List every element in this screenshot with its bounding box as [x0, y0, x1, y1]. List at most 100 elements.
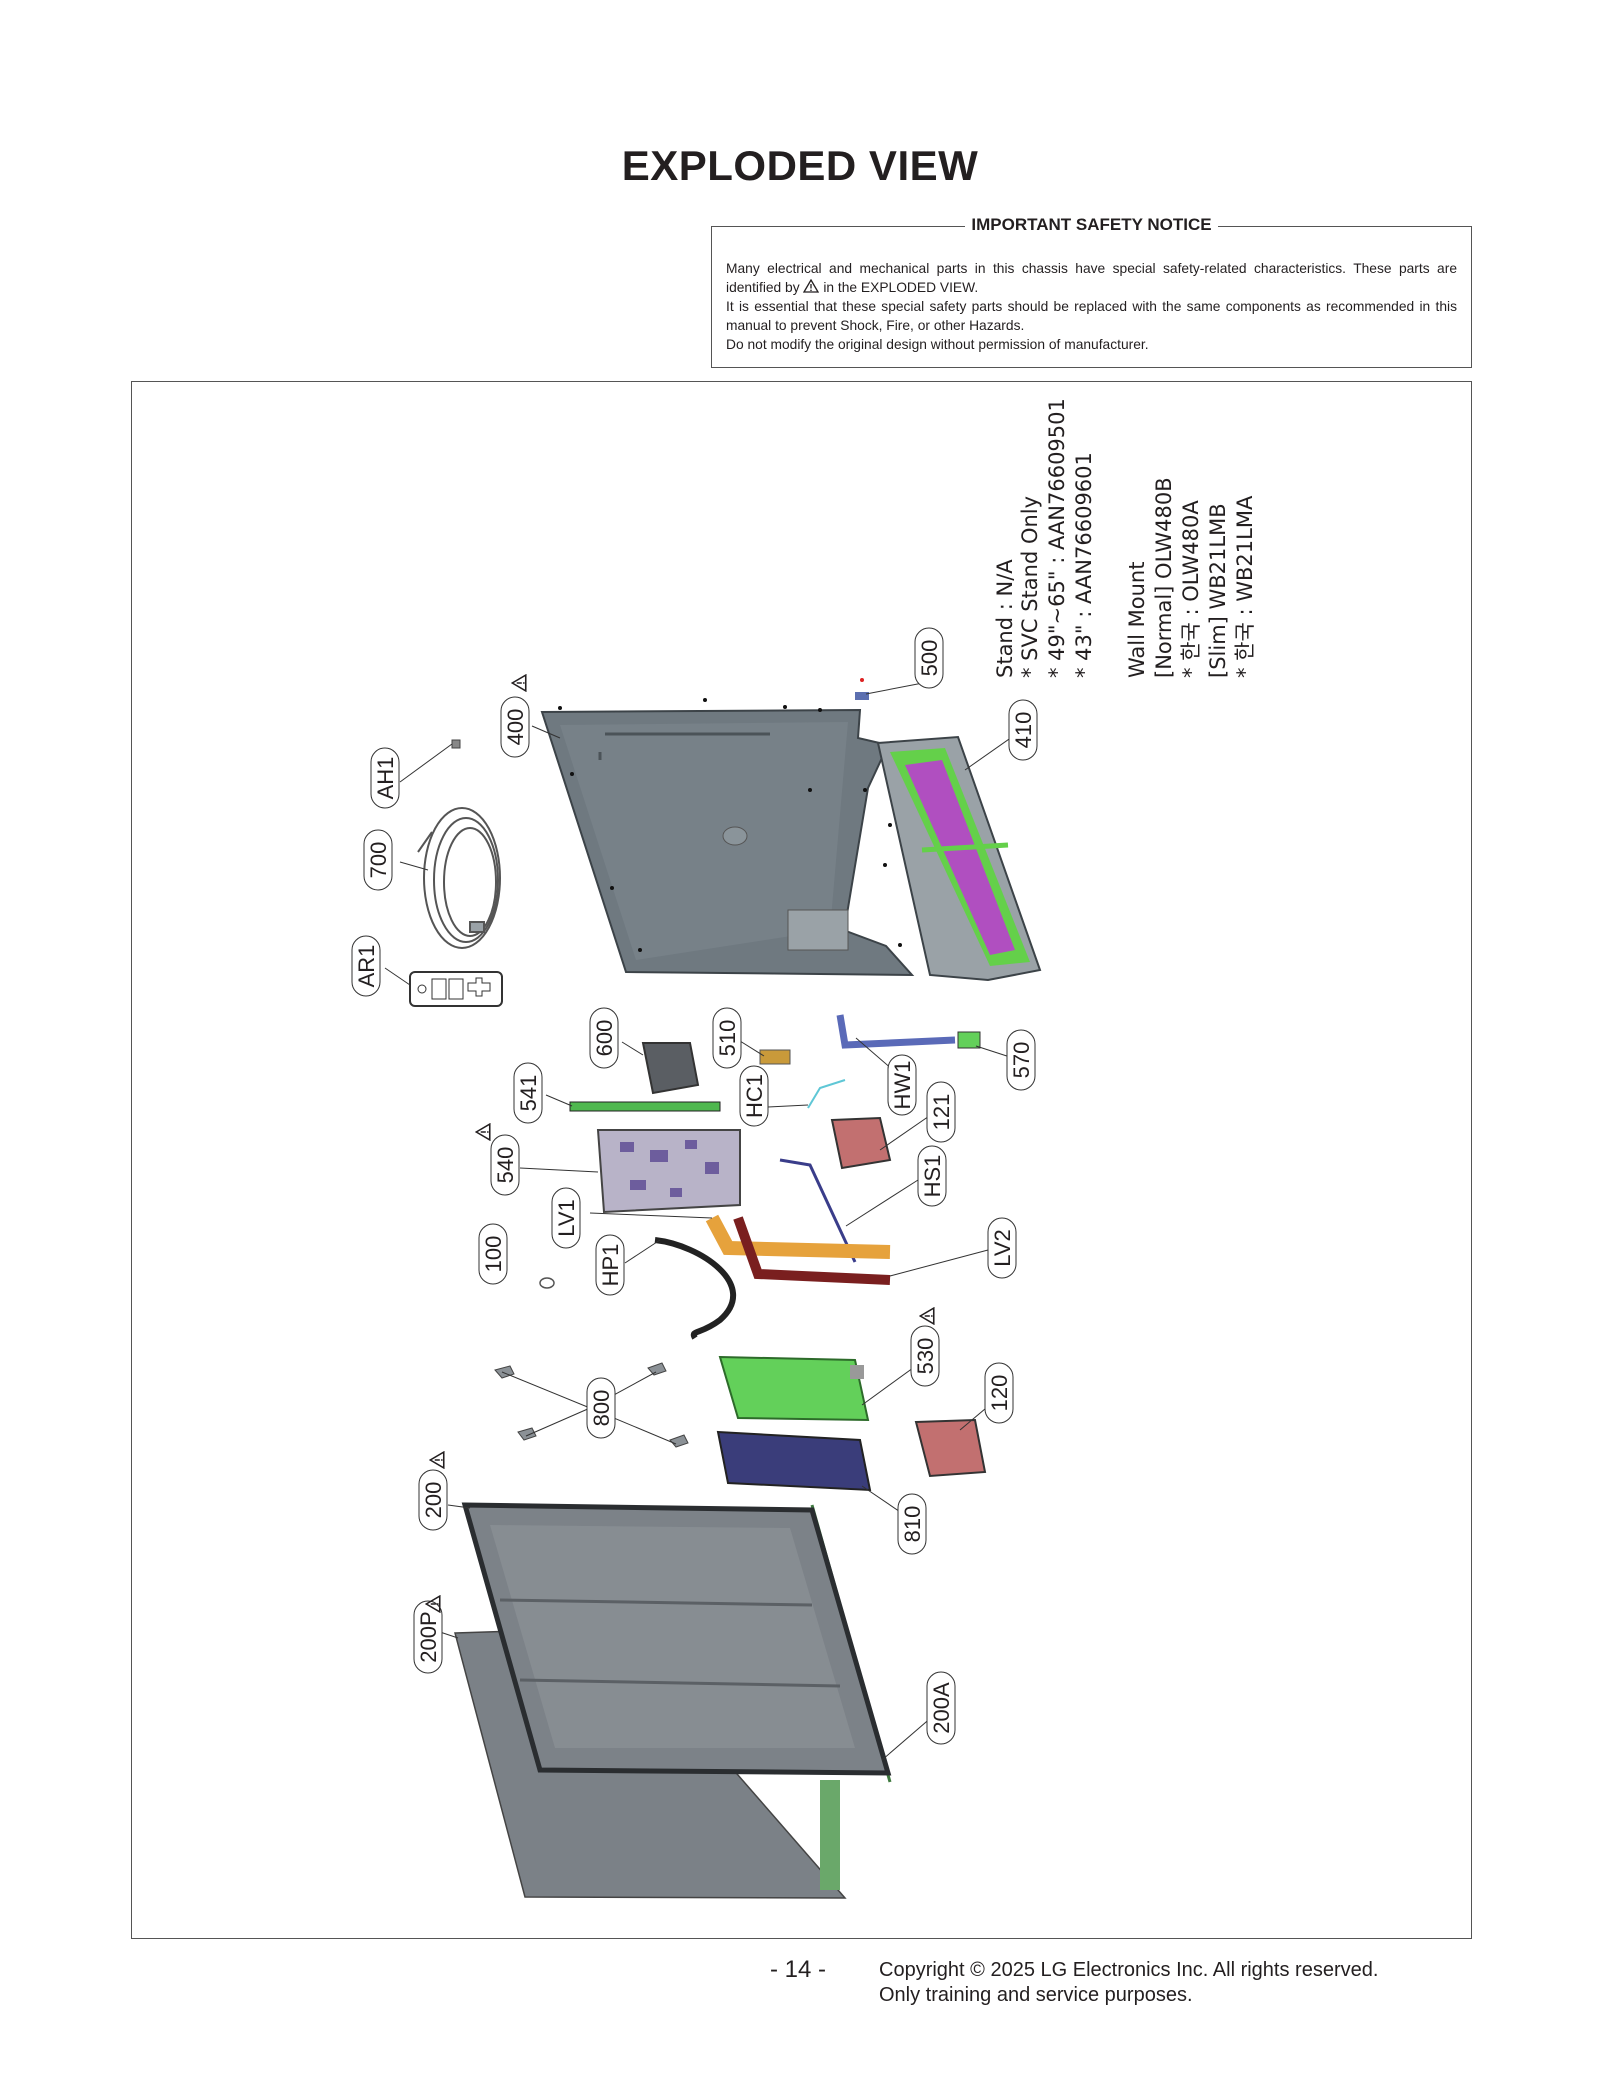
callouts: 500 400 410 AH1 700 AR1 600 510 570 HW1 …: [351, 627, 1038, 1745]
callout-HW1: HW1: [887, 1054, 917, 1116]
callout-LV2: LV2: [987, 1217, 1017, 1279]
ring-part: [539, 1277, 555, 1289]
callout-HP1: HP1: [595, 1234, 625, 1296]
hinge-part: [451, 739, 461, 749]
callout-AH1: AH1: [370, 747, 400, 809]
callout-400-label: 400: [503, 709, 528, 746]
exploded-view-frame: [131, 381, 1472, 1939]
screw-part: [855, 678, 869, 700]
callout-HW1-label: HW1: [890, 1061, 915, 1110]
callout-120-label: 120: [987, 1375, 1012, 1412]
wall-mount-line-3: * 한국 : OLW480A: [1179, 500, 1203, 678]
callout-LV1: LV1: [551, 1187, 581, 1249]
callout-HC1-label: HC1: [742, 1074, 767, 1118]
stand-info-line-2: * SVC Stand Only: [1018, 496, 1042, 678]
callout-121-label: 121: [929, 1094, 954, 1131]
notice-line-1-end: in the EXPLODED VIEW.: [823, 280, 979, 295]
callout-121: 121: [926, 1081, 956, 1143]
footer-copyright: Copyright © 2025 LG Electronics Inc. All…: [879, 1958, 1378, 2008]
callout-530: 530: [910, 1325, 940, 1387]
wall-mount-line-5: * 한국 : WB21LMA: [1233, 495, 1257, 678]
usage-line: Only training and service purposes.: [879, 1984, 1193, 2006]
callout-510: 510: [712, 1007, 742, 1069]
callout-HC1: HC1: [739, 1065, 769, 1127]
callout-570-label: 570: [1009, 1042, 1034, 1079]
callout-810: 810: [897, 1493, 927, 1555]
wall-mount-line-2: [Normal] OLW480B: [1152, 477, 1176, 678]
notice-line-2: It is essential that these special safet…: [726, 299, 1457, 333]
callout-HS1-label: HS1: [920, 1155, 945, 1198]
warning-triangle-icon: [475, 1123, 491, 1141]
copyright-line: Copyright © 2025 LG Electronics Inc. All…: [879, 1959, 1379, 1981]
headphone-cable-part: [654, 1237, 737, 1340]
main-board-part: [596, 1129, 741, 1214]
callout-AR1-label: AR1: [354, 945, 379, 988]
page-title: EXPLODED VIEW: [621, 142, 979, 189]
callout-200: 200: [418, 1469, 448, 1531]
callout-100: 100: [478, 1223, 508, 1285]
connector-part: [759, 1049, 791, 1065]
callout-120: 120: [984, 1362, 1014, 1424]
callout-800-label: 800: [589, 1390, 614, 1427]
callout-LV1-label: LV1: [554, 1199, 579, 1237]
power-board-part: [718, 1355, 870, 1422]
stand-info: Stand : N/A * SVC Stand Only * 49"~65" :…: [993, 398, 1096, 678]
callout-600: 600: [589, 1007, 619, 1069]
wall-mount-line-4: [Slim] WB21LMB: [1206, 503, 1230, 678]
safety-notice-title: IMPORTANT SAFETY NOTICE: [965, 215, 1218, 234]
page-number: - 14 -: [770, 1956, 827, 1983]
display-module-part: [461, 1502, 892, 1890]
callout-200A: 200A: [926, 1671, 956, 1745]
callout-810-label: 810: [900, 1506, 925, 1543]
callout-200-label: 200: [421, 1482, 446, 1519]
tuner-board-part: [914, 1418, 987, 1478]
callout-410-label: 410: [1011, 712, 1036, 749]
callout-541: 541: [513, 1062, 543, 1124]
callout-541-label: 541: [516, 1075, 541, 1112]
callout-600-label: 600: [592, 1020, 617, 1057]
warning-triangle-icon: [803, 279, 820, 293]
callout-410: 410: [1008, 699, 1038, 761]
callout-500: 500: [914, 627, 944, 689]
speaker-part: [876, 735, 1042, 982]
callout-700: 700: [363, 829, 393, 891]
callout-AR1: AR1: [351, 935, 381, 997]
power-cord-part: [417, 807, 501, 949]
callout-510-label: 510: [715, 1020, 740, 1057]
insulator-part: [716, 1430, 872, 1492]
callout-400: 400: [500, 696, 530, 758]
stand-info-line-1: Stand : N/A: [993, 559, 1017, 678]
lvds-cable-2-part: [733, 1216, 891, 1285]
callout-HP1-label: HP1: [598, 1244, 623, 1287]
stand-info-line-3: * 49"~65" : AAN76609501: [1045, 398, 1069, 678]
callout-100-label: 100: [481, 1236, 506, 1273]
callout-540-label: 540: [493, 1147, 518, 1184]
callout-530-label: 530: [913, 1338, 938, 1375]
safety-notice-body: Many electrical and mechanical parts in …: [726, 259, 1457, 354]
callout-200P-label: 200P: [416, 1611, 441, 1662]
callout-700-label: 700: [366, 842, 391, 879]
back-cover-part: [540, 698, 915, 977]
callout-200P: 200P: [413, 1600, 443, 1674]
callout-540: 540: [490, 1134, 520, 1196]
remote-part: [409, 971, 503, 1007]
sensor-cable-part: [779, 1158, 857, 1263]
callout-AH1-label: AH1: [373, 757, 398, 800]
notice-line-3: Do not modify the original design withou…: [726, 337, 1149, 352]
lvds-cable-1-part: [705, 1214, 891, 1259]
safety-notice-box: IMPORTANT SAFETY NOTICE Many electrical …: [711, 215, 1472, 368]
key-board-part: [569, 1101, 721, 1112]
callout-800: 800: [586, 1377, 616, 1439]
warning-triangle-icon: [429, 1451, 445, 1469]
callout-HS1: HS1: [917, 1145, 947, 1207]
wall-mount-info: Wall Mount [Normal] OLW480B * 한국 : OLW48…: [1125, 477, 1257, 678]
cable-part: [807, 1079, 846, 1109]
sub-board-part: [830, 1116, 892, 1170]
stand-info-line-4: * 43" : AAN76609601: [1072, 452, 1096, 678]
callout-570: 570: [1006, 1029, 1036, 1091]
notice-line-1: Many electrical and mechanical parts in …: [726, 261, 1457, 295]
callout-500-label: 500: [917, 640, 942, 677]
wall-mount-line-1: Wall Mount: [1125, 562, 1149, 678]
callout-LV2-label: LV2: [990, 1229, 1015, 1267]
